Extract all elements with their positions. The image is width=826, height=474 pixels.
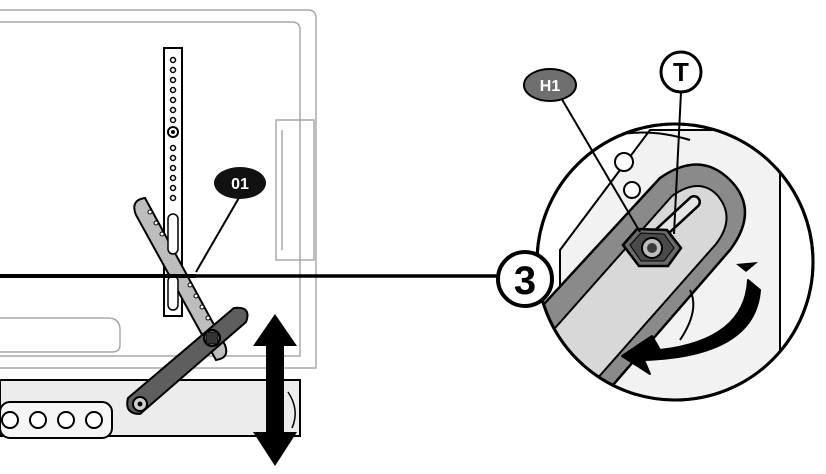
connector-ports [1, 411, 103, 429]
callout-label-t: T [673, 57, 689, 87]
callout-leader-h1 [559, 95, 641, 233]
callout-leader-t [673, 91, 682, 235]
step-label-3: 3 [514, 259, 536, 303]
callout-leader-01 [195, 195, 241, 273]
callout-badge-01: 01 [214, 167, 266, 199]
step-badge-3: 3 [496, 250, 554, 308]
rotate-arrow-icon [621, 262, 761, 375]
callout-badge-t: T [659, 50, 703, 94]
swing-arm [126, 196, 249, 416]
callout-label-h1: H1 [540, 78, 561, 95]
callout-label-01: 01 [231, 176, 249, 193]
detail-view [535, 122, 815, 402]
tv-back-panel [0, 9, 317, 369]
callout-badge-h1: H1 [523, 68, 577, 102]
double-vertical-arrow-icon [253, 314, 297, 466]
